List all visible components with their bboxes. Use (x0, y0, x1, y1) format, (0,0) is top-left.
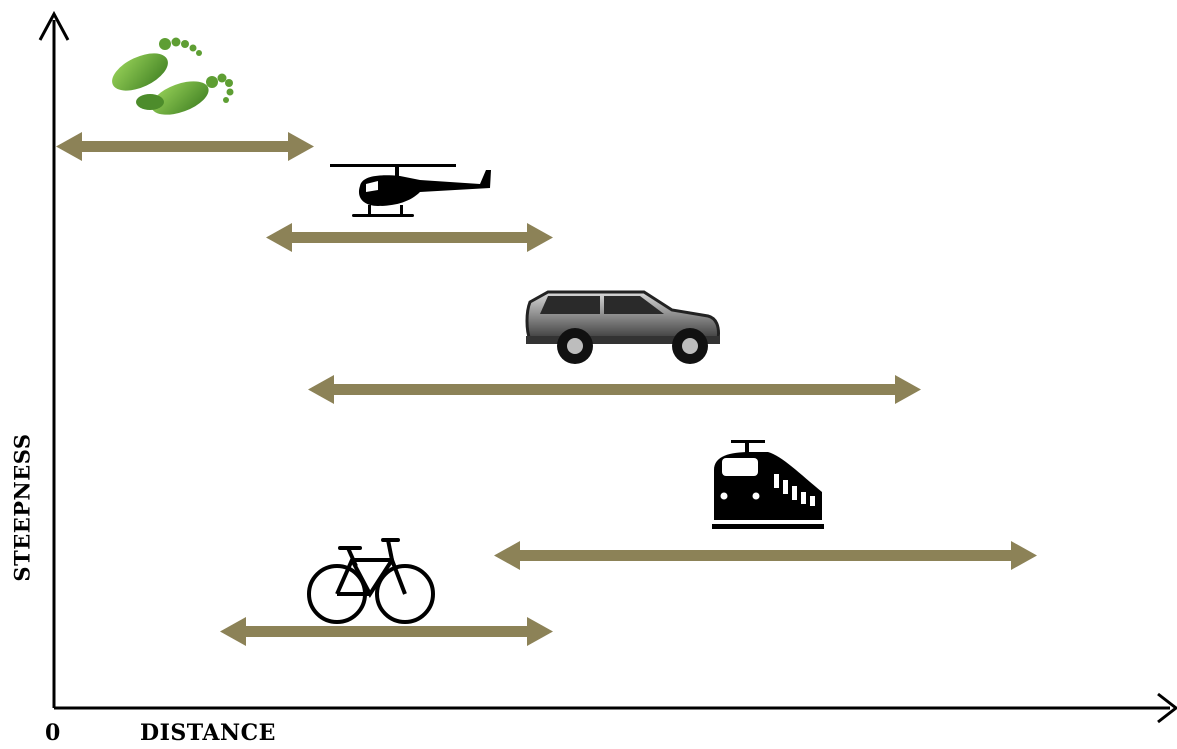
y-axis-arrowhead (38, 10, 70, 41)
suv-range-arrow (308, 375, 921, 404)
x-axis (54, 692, 1177, 724)
y-axis-label: STEEPNESS (9, 433, 35, 582)
footprints-icon (112, 37, 234, 115)
train-range-arrow (494, 541, 1037, 570)
bicycle-icon (307, 538, 435, 624)
y-axis (38, 10, 70, 708)
suv-icon (525, 290, 720, 364)
walking-range-arrow (56, 132, 314, 161)
x-axis-label: DISTANCE (140, 720, 276, 746)
x-axis-arrowhead (1157, 692, 1177, 724)
helicopter-icon (330, 164, 491, 217)
range-arrows (56, 132, 1037, 646)
origin-label: 0 (45, 720, 61, 746)
train-icon (712, 440, 824, 529)
helicopter-range-arrow (266, 223, 553, 252)
bicycle-range-arrow (220, 617, 553, 646)
